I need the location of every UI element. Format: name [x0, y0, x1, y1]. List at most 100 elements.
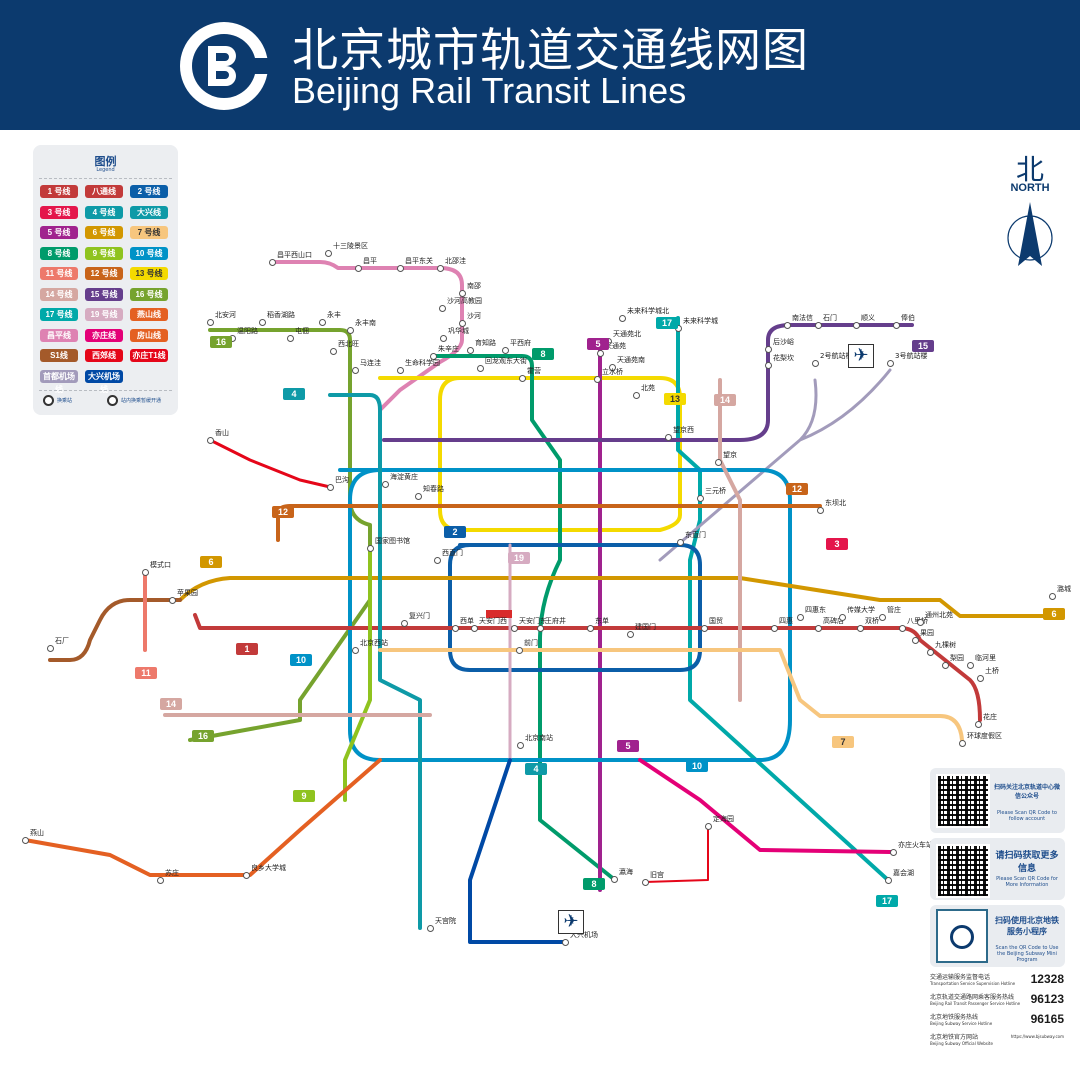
- station-marker[interactable]: [857, 625, 864, 632]
- station-marker[interactable]: [701, 625, 708, 632]
- station-marker[interactable]: [597, 350, 604, 357]
- station-marker[interactable]: [765, 362, 772, 369]
- station-marker[interactable]: [619, 315, 626, 322]
- station-marker[interactable]: [765, 346, 772, 353]
- station-marker[interactable]: [627, 631, 634, 638]
- station-marker[interactable]: [587, 625, 594, 632]
- station-marker[interactable]: [287, 335, 294, 342]
- station-marker[interactable]: [437, 265, 444, 272]
- more-info-qr-card[interactable]: 请扫码获取更多信息 Please Scan QR Code for More I…: [930, 838, 1065, 900]
- station-marker[interactable]: [885, 877, 892, 884]
- station-marker[interactable]: [157, 877, 164, 884]
- station-marker[interactable]: [430, 353, 437, 360]
- website-link[interactable]: https://www.bjsubway.com: [1010, 1034, 1064, 1039]
- station-marker[interactable]: [537, 625, 544, 632]
- station-marker[interactable]: [367, 545, 374, 552]
- station-marker[interactable]: [899, 625, 906, 632]
- station-marker[interactable]: [511, 625, 518, 632]
- station-marker[interactable]: [47, 645, 54, 652]
- station-marker[interactable]: [516, 647, 523, 654]
- station-marker[interactable]: [397, 265, 404, 272]
- station-marker[interactable]: [611, 876, 618, 883]
- station-marker[interactable]: [397, 367, 404, 374]
- station-label: 沙河: [467, 312, 481, 320]
- station-marker[interactable]: [269, 259, 276, 266]
- station-marker[interactable]: [325, 250, 332, 257]
- station-marker[interactable]: [562, 939, 569, 946]
- station-marker[interactable]: [815, 322, 822, 329]
- station-marker[interactable]: [517, 742, 524, 749]
- hotline-number: 96123: [1030, 992, 1064, 1006]
- station-marker[interactable]: [319, 319, 326, 326]
- station-marker[interactable]: [642, 879, 649, 886]
- station-marker[interactable]: [352, 647, 359, 654]
- station-marker[interactable]: [942, 662, 949, 669]
- station-marker[interactable]: [22, 837, 29, 844]
- station-marker[interactable]: [715, 459, 722, 466]
- station-marker[interactable]: [927, 649, 934, 656]
- station-marker[interactable]: [815, 625, 822, 632]
- station-marker[interactable]: [665, 434, 672, 441]
- station-label: 知春路: [423, 485, 444, 493]
- station-marker[interactable]: [452, 625, 459, 632]
- station-marker[interactable]: [259, 319, 266, 326]
- station-marker[interactable]: [633, 392, 640, 399]
- station-marker[interactable]: [415, 493, 422, 500]
- station-marker[interactable]: [853, 322, 860, 329]
- station-marker[interactable]: [697, 495, 704, 502]
- station-marker[interactable]: [382, 481, 389, 488]
- station-marker[interactable]: [609, 364, 616, 371]
- wechat-qr-card[interactable]: 扫码关注北京轨道中心微信公众号 Please Scan QR Code to f…: [930, 768, 1065, 833]
- station-marker[interactable]: [967, 662, 974, 669]
- station-marker[interactable]: [477, 365, 484, 372]
- station-marker[interactable]: [401, 620, 408, 627]
- station-marker[interactable]: [355, 265, 362, 272]
- station-marker[interactable]: [434, 557, 441, 564]
- station-marker[interactable]: [839, 614, 846, 621]
- station-label: 生命科学园: [405, 359, 440, 367]
- station-label: 天通苑南: [617, 356, 645, 364]
- station-marker[interactable]: [327, 484, 334, 491]
- station-marker[interactable]: [427, 925, 434, 932]
- station-marker[interactable]: [797, 614, 804, 621]
- station-marker[interactable]: [471, 625, 478, 632]
- station-marker[interactable]: [207, 437, 214, 444]
- station-marker[interactable]: [812, 360, 819, 367]
- station-marker[interactable]: [440, 335, 447, 342]
- station-marker[interactable]: [912, 637, 919, 644]
- station-label: 永丰: [327, 311, 341, 319]
- station-marker[interactable]: [887, 360, 894, 367]
- station-marker[interactable]: [893, 322, 900, 329]
- station-marker[interactable]: [977, 675, 984, 682]
- station-marker[interactable]: [975, 721, 982, 728]
- station-marker[interactable]: [784, 322, 791, 329]
- station-marker[interactable]: [519, 375, 526, 382]
- station-marker[interactable]: [439, 305, 446, 312]
- station-label: 西北旺: [338, 340, 359, 348]
- station-marker[interactable]: [594, 376, 601, 383]
- station-marker[interactable]: [169, 597, 176, 604]
- station-marker[interactable]: [502, 347, 509, 354]
- qr-code-icon: [936, 774, 990, 828]
- station-marker[interactable]: [917, 619, 924, 626]
- mini-program-code-icon: [936, 909, 988, 963]
- tiananmen-icon: [486, 610, 512, 618]
- station-marker[interactable]: [347, 327, 354, 334]
- station-marker[interactable]: [459, 320, 466, 327]
- mini-program-qr-card[interactable]: 扫码使用北京地铁服务小程序 Scan the QR Code to Use th…: [930, 905, 1065, 967]
- station-marker[interactable]: [330, 348, 337, 355]
- station-marker[interactable]: [467, 347, 474, 354]
- station-marker[interactable]: [677, 539, 684, 546]
- station-marker[interactable]: [771, 625, 778, 632]
- station-marker[interactable]: [817, 507, 824, 514]
- station-marker[interactable]: [879, 614, 886, 621]
- station-marker[interactable]: [352, 367, 359, 374]
- station-marker[interactable]: [705, 823, 712, 830]
- station-marker[interactable]: [959, 740, 966, 747]
- station-marker[interactable]: [142, 569, 149, 576]
- station-marker[interactable]: [1049, 593, 1056, 600]
- station-marker[interactable]: [207, 319, 214, 326]
- station-marker[interactable]: [890, 849, 897, 856]
- station-marker[interactable]: [243, 872, 250, 879]
- station-marker[interactable]: [459, 290, 466, 297]
